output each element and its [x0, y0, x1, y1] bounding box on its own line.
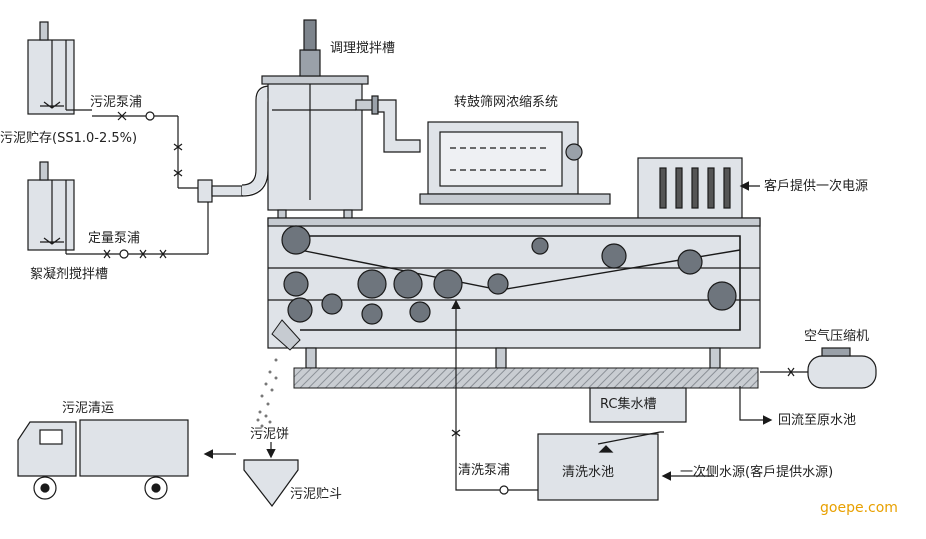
cake-chute	[271, 319, 301, 351]
water-source-label: 一次侧水源(客戶提供水源)	[680, 465, 834, 480]
flocculant-tank-label: 絮凝剂搅拌槽	[30, 267, 109, 282]
power-supply-label: 客戶提供一次电源	[764, 179, 869, 194]
rc-tank-box	[589, 387, 687, 423]
sludge-transport-label: 污泥清运	[62, 401, 115, 416]
return-flow-label: 回流至原水池	[778, 413, 857, 428]
dosing-line	[100, 196, 209, 259]
sludge-cake-stream	[256, 358, 278, 428]
static-mixer	[197, 85, 273, 203]
sludge-storage-tank	[27, 21, 92, 115]
sludge-cake-label: 污泥饼	[250, 427, 290, 442]
flocculant-tank	[27, 161, 100, 255]
air-compressor	[760, 347, 877, 389]
drum-feed-pipe	[377, 99, 421, 153]
foundation-slab	[293, 367, 759, 389]
sludge-truck	[17, 419, 236, 500]
return-flow-line	[739, 386, 773, 425]
control-panel	[637, 157, 760, 223]
sludge-pump-label: 污泥泵浦	[90, 95, 143, 110]
rc-tank-label: RC集水槽	[600, 397, 657, 412]
drum-thickener-label: 转鼓筛网浓缩系统	[454, 95, 559, 110]
wash-pump-label: 清洗泵浦	[458, 463, 511, 478]
conditioning-tank	[261, 19, 379, 221]
wash-tank	[537, 431, 714, 501]
wash-tank-label: 清洗水池	[562, 465, 615, 480]
sludge-hopper	[243, 442, 299, 508]
dosing-pump-label: 定量泵浦	[88, 231, 141, 246]
sludge-hopper-label: 污泥贮斗	[290, 487, 343, 502]
drum-thickener	[419, 121, 611, 205]
sludge-feed-line	[92, 111, 200, 189]
sludge-storage-label: 污泥贮存(SS1.0-2.5%)	[0, 131, 138, 146]
watermark: goepe.com	[820, 500, 898, 516]
air-compressor-label: 空气压缩机	[804, 329, 870, 344]
wash-water-line	[451, 299, 540, 495]
conditioning-tank-label: 调理搅拌槽	[330, 41, 396, 56]
press-rollers	[281, 225, 737, 325]
belt-press-frame	[267, 217, 761, 349]
frame-legs	[305, 347, 721, 369]
